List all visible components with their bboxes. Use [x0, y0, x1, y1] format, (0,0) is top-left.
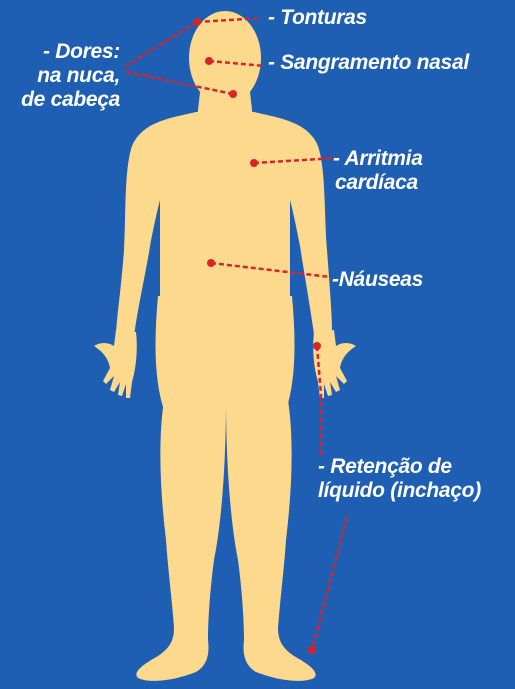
head	[189, 11, 261, 105]
label-pain: - Dores: na nuca, de cabeça	[4, 40, 120, 112]
leader-dizziness	[196, 16, 263, 24]
label-retention-line1: - Retenção de	[318, 455, 452, 478]
label-dizziness: - Tonturas	[268, 6, 367, 30]
body-silhouette	[94, 11, 356, 681]
leader-retention-foot	[310, 516, 349, 651]
label-dizziness-text: - Tonturas	[268, 6, 367, 29]
label-pain-line2: na nuca,	[37, 64, 120, 87]
label-nosebleed: - Sangramento nasal	[268, 51, 469, 75]
torso-and-arms	[116, 112, 332, 336]
leader-nosebleed	[208, 59, 266, 68]
symptom-markers	[193, 18, 321, 654]
marker-heart	[250, 159, 258, 167]
label-retention-line2: líquido (inchaço)	[318, 479, 481, 502]
left-leg	[136, 400, 226, 681]
label-nausea: -Náuseas	[332, 268, 423, 292]
label-arrhythmia-line2: cardíaca	[335, 171, 418, 194]
right-hand	[313, 330, 356, 398]
label-arrhythmia: - Arritmia cardíaca	[333, 147, 423, 195]
marker-stomach	[207, 259, 215, 267]
marker-nape	[229, 90, 237, 98]
leader-pain-head	[125, 20, 198, 68]
leader-nausea	[210, 261, 331, 279]
marker-head-top	[193, 18, 201, 26]
pelvis	[155, 296, 295, 410]
right-leg	[226, 400, 316, 681]
label-retention: - Retenção de líquido (inchaço)	[318, 455, 481, 503]
label-arrhythmia-line1: - Arritmia	[333, 147, 423, 170]
label-nausea-text: -Náuseas	[332, 268, 423, 291]
label-pain-line1: - Dores:	[43, 40, 120, 63]
label-pain-line3: de cabeça	[21, 88, 120, 111]
label-nosebleed-text: - Sangramento nasal	[268, 51, 469, 74]
marker-wrist	[313, 342, 321, 350]
leader-retention-hand	[315, 345, 323, 458]
leader-pain-nape	[125, 70, 234, 96]
marker-ankle	[308, 646, 316, 654]
leader-lines	[125, 16, 349, 651]
leader-arrhythmia	[253, 156, 337, 165]
left-hand	[94, 330, 137, 398]
marker-nose	[205, 57, 213, 65]
